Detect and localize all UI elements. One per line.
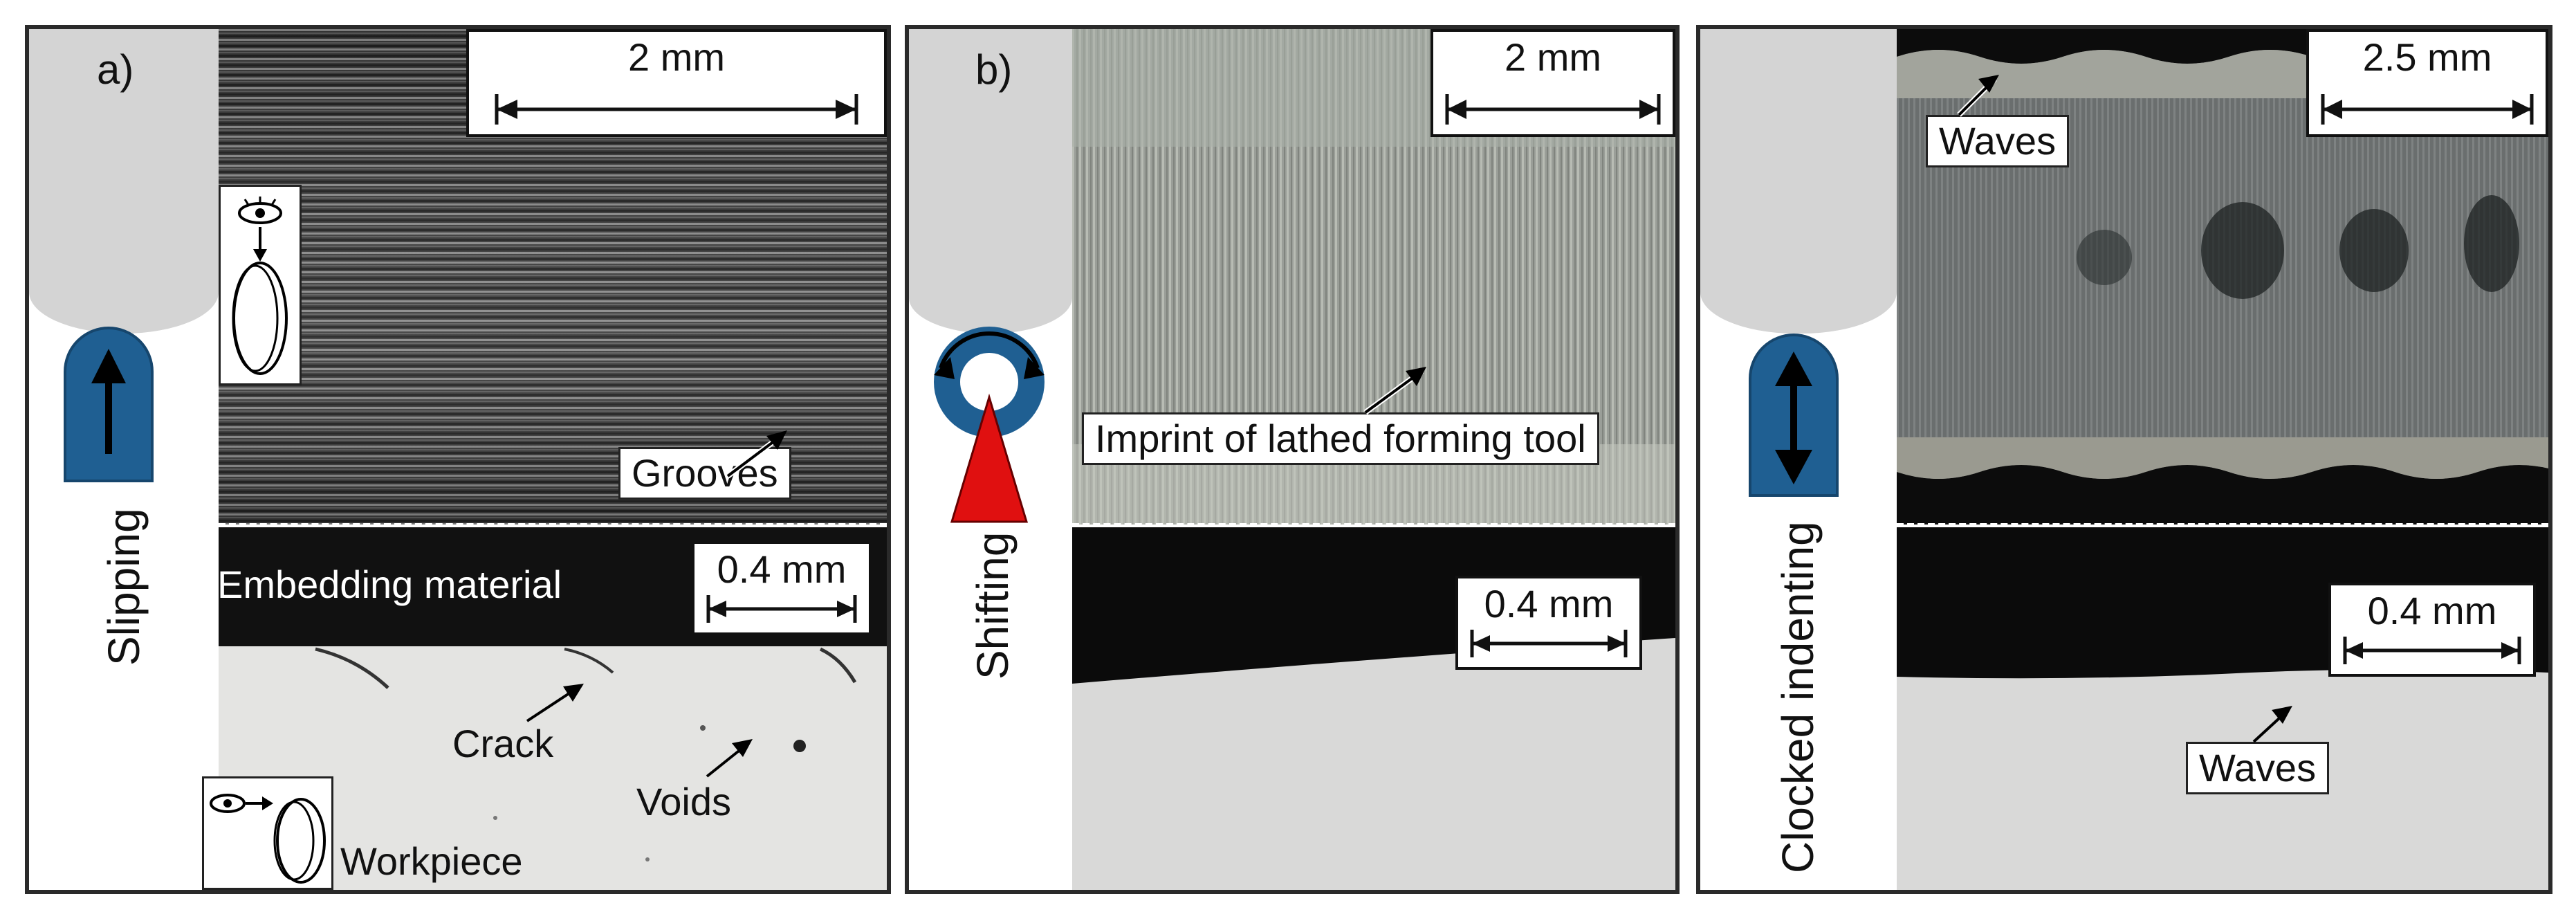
- workpiece-disk-icon: [232, 262, 288, 375]
- red-tool-triangle-icon: [950, 393, 1029, 523]
- panel-b-letter: b): [975, 46, 1013, 93]
- scale-arrow-icon: [1445, 94, 1661, 125]
- scale-value: 2 mm: [628, 35, 725, 79]
- label-imprint: Imprint of lathed forming tool: [1082, 412, 1599, 465]
- scale-arrow-icon: [495, 94, 858, 125]
- annotation-arrows-a: [526, 430, 787, 778]
- section-divider-c: [1897, 523, 2548, 527]
- scale-value: 2 mm: [1505, 35, 1601, 79]
- scale-arrow-icon: [1470, 630, 1628, 657]
- section-divider-a: [219, 523, 887, 527]
- annotation-arrows-c: [1957, 75, 2292, 743]
- forming-tool-a: [29, 29, 219, 334]
- scale-value: 2.5 mm: [2362, 35, 2492, 79]
- shifting-direction-badge: [934, 327, 1045, 523]
- eye-icon: [238, 197, 282, 224]
- scale-bar-bottom-c: 0.4 mm: [2328, 583, 2536, 677]
- up-arrow-icon: [91, 349, 126, 454]
- workpiece-disk-icon: [273, 798, 326, 884]
- scale-value: 0.4 mm: [2367, 589, 2497, 632]
- micrograph-bottom-c: [1897, 527, 2548, 890]
- label-waves-bottom: Waves: [2186, 742, 2330, 794]
- label-crack: Crack: [452, 722, 554, 765]
- panel-b: b) Shifting 2 mm: [905, 25, 1680, 894]
- scale-bar-bottom-b: 0.4 mm: [1455, 576, 1642, 670]
- forming-tool-b: [909, 29, 1072, 334]
- label-waves-top: Waves: [1926, 115, 2070, 167]
- label-workpiece: Workpiece: [340, 839, 523, 883]
- panel-c: Clocked indenting Waves 2.5 mm: [1696, 25, 2552, 894]
- clocked-indenting-direction-badge: [1749, 334, 1839, 497]
- panel-a-letter: a): [97, 46, 134, 93]
- slipping-direction-badge: [64, 327, 154, 482]
- scale-arrow-icon: [2343, 637, 2521, 664]
- scale-bar-top-c: 2.5 mm: [2306, 29, 2548, 137]
- rotation-arrows-icon: [934, 327, 1045, 437]
- panel-a: a) Slipping: [25, 25, 891, 894]
- view-direction-icon-bottom-a: [202, 776, 333, 890]
- scale-arrow-icon: [706, 595, 857, 623]
- eye-icon: [210, 794, 246, 813]
- view-direction-icon-top-a: [219, 185, 302, 385]
- scale-value: 0.4 mm: [717, 547, 847, 591]
- double-arrow-icon: [1775, 352, 1812, 484]
- section-divider-b: [1072, 523, 1675, 527]
- forming-tool-c: [1700, 29, 1897, 334]
- scale-value: 0.4 mm: [1484, 582, 1614, 626]
- scale-bar-bottom-a: 0.4 mm: [692, 541, 872, 635]
- scale-bar-top-a: 2 mm: [466, 29, 887, 137]
- label-embedding-material: Embedding material: [217, 563, 562, 606]
- scale-arrow-icon: [2321, 94, 2534, 125]
- label-voids: Voids: [636, 780, 731, 823]
- scale-bar-top-b: 2 mm: [1430, 29, 1675, 137]
- annotation-arrows-b: [1363, 367, 1426, 415]
